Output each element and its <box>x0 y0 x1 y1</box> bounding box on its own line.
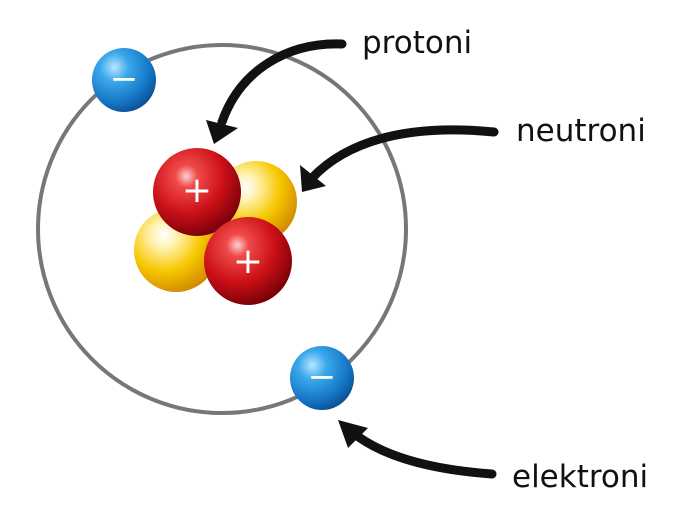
proton-charge-symbol: + <box>182 170 212 211</box>
arrow-protons <box>206 39 347 144</box>
label-neutrons: neutroni <box>516 113 646 149</box>
electron-orbit <box>36 43 408 415</box>
arrow-electrons <box>338 420 497 479</box>
proton <box>204 217 292 305</box>
proton-charge-symbol: + <box>233 241 263 282</box>
nucleus: + + <box>134 148 297 305</box>
proton <box>153 148 241 236</box>
electron-charge-symbol: − <box>308 357 337 397</box>
electron: − <box>290 346 354 410</box>
electron-charge-symbol: − <box>110 59 139 99</box>
label-protons: protoni <box>362 25 473 61</box>
electron: − <box>92 48 156 112</box>
arrow-neutrons <box>300 125 499 192</box>
label-electrons: elektroni <box>512 459 649 495</box>
